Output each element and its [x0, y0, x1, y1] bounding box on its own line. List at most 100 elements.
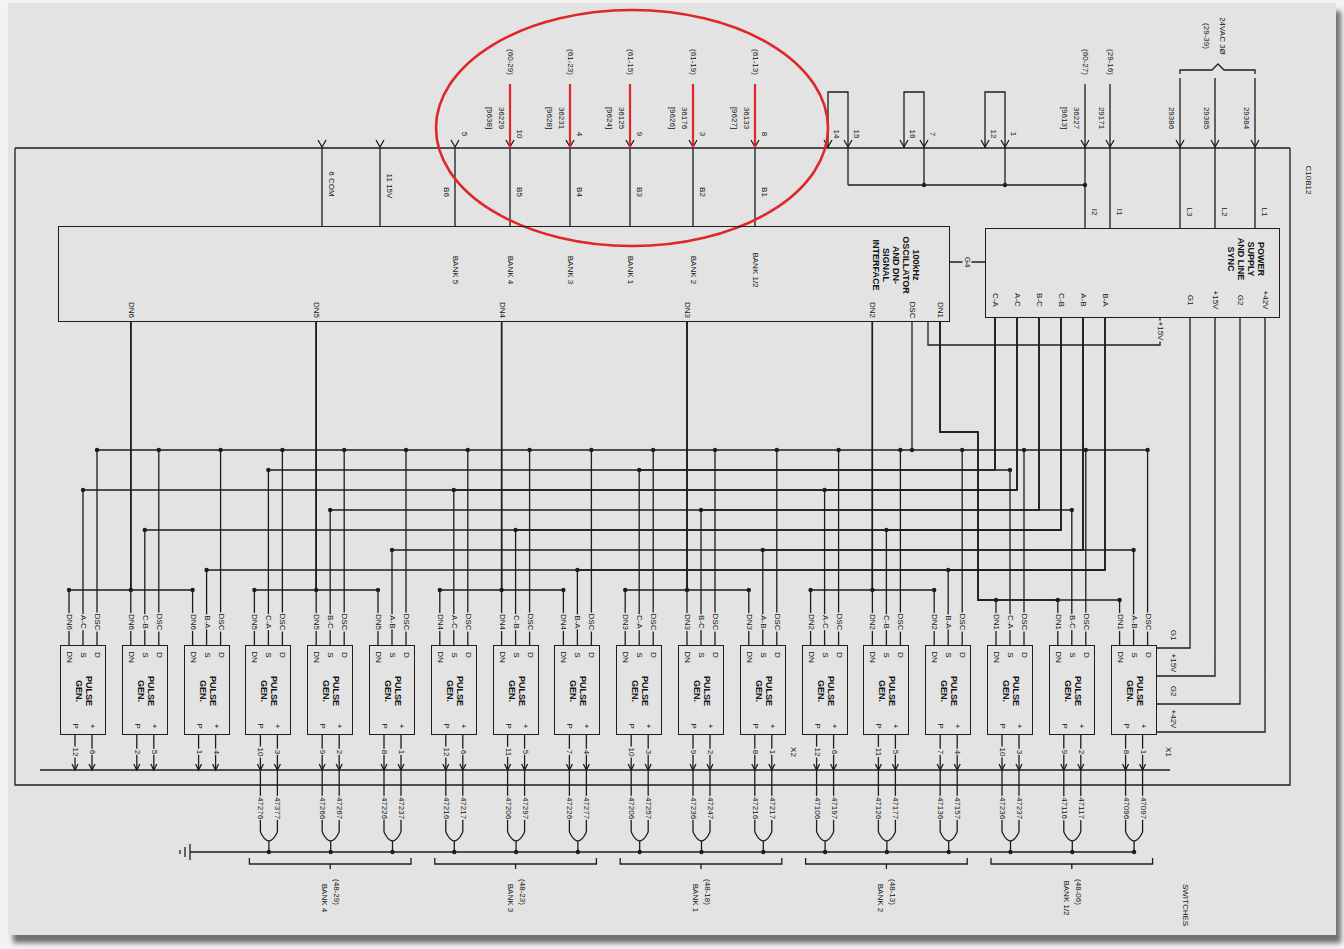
connector-line: [40, 769, 1170, 770]
block-title: PULSE GEN.: [1001, 674, 1021, 708]
signal-name: +15V: [1211, 290, 1220, 311]
switch-symbol: [260, 832, 1142, 852]
pin-name: B2: [698, 186, 707, 198]
pin-name: S: [697, 651, 706, 658]
pin-name: D: [525, 651, 534, 659]
pin-number: 12: [71, 747, 80, 758]
pin-name: S: [449, 651, 458, 658]
signal-name: DSC: [1143, 613, 1152, 632]
pin-name: S: [944, 651, 953, 658]
pin-number: 12: [989, 129, 998, 140]
pin-number: 8: [750, 749, 759, 755]
pin-number: 15: [852, 129, 861, 140]
signal-name: DSC: [908, 301, 917, 320]
wire-number: (61-15): [626, 48, 635, 76]
pin-name: +: [582, 723, 591, 730]
pin-number: 7: [936, 749, 945, 755]
bank-name: BANK 3: [505, 883, 514, 913]
pin-number: 5: [520, 749, 529, 755]
part-number: 47217: [767, 796, 776, 820]
signal-name: DN4: [497, 301, 506, 319]
pin-name: DN: [621, 650, 630, 664]
pin-name: P: [936, 722, 945, 729]
pin-name: P: [503, 722, 512, 729]
wire-number: [9638]: [485, 106, 494, 130]
bank-name: BANK 5: [451, 255, 460, 285]
signal-name: A-B: [758, 614, 767, 629]
pin-number: 6 COM: [327, 170, 336, 197]
wire-connector: [886, 318, 1061, 645]
signal-name: B-A: [944, 614, 953, 629]
group-title: SWITCHES: [1181, 883, 1190, 927]
pin-number: 3: [273, 749, 282, 755]
part-number: 47117: [1076, 796, 1085, 820]
signal-name: DN1: [936, 301, 945, 319]
signal-name: B-A: [573, 614, 582, 629]
pin-name: D: [896, 651, 905, 659]
pin-name: +: [891, 723, 900, 730]
signal-name: A-B: [1079, 292, 1088, 307]
part-number: 47177: [891, 796, 900, 820]
pin-number: 12: [812, 747, 821, 758]
dsc-wire: [911, 322, 912, 450]
junction-dot: [922, 183, 926, 187]
signal-name: DN5: [250, 613, 259, 631]
signal-name: DN6: [126, 613, 135, 631]
wire-number: (61-23): [566, 48, 575, 76]
wire-connector: [516, 318, 1061, 645]
part-number: 47237: [1015, 796, 1024, 820]
pin-number: 7: [928, 131, 937, 137]
pin-number: 2: [132, 749, 141, 755]
part-number: 47226: [565, 796, 574, 820]
signal-name: +42V: [1169, 709, 1178, 730]
highlight-ellipse: [436, 10, 828, 246]
pin-number: 3: [644, 749, 653, 755]
signal-name: DN5: [312, 301, 321, 319]
signal-name: C-B: [140, 614, 149, 630]
pin-name: P: [812, 722, 821, 729]
signal-name: C-A: [264, 614, 273, 630]
connector-pin: [318, 140, 1259, 147]
signal-name: C-B: [882, 614, 891, 630]
pin-name: DN: [744, 650, 753, 664]
wire-number: [9628]: [545, 106, 554, 130]
signal-name: A-B: [388, 614, 397, 629]
pin-name: P: [998, 722, 1007, 729]
signal-name: DSC: [649, 613, 658, 632]
block-title: PULSE GEN.: [692, 674, 712, 708]
part-number: 47217: [458, 796, 467, 820]
wire-connector: [625, 322, 687, 645]
pin-name: +: [767, 723, 776, 730]
pin-name: DN: [1115, 650, 1124, 664]
pin-number: 3: [1015, 749, 1024, 755]
pin-name: P: [874, 722, 883, 729]
bank-name: BANK 3: [566, 255, 575, 285]
connector-pin: [72, 764, 1146, 770]
pin-name: S: [1129, 651, 1138, 658]
pin-name: B3: [635, 186, 644, 198]
pin-name: DN: [868, 650, 877, 664]
signal-name: DN3: [683, 301, 692, 319]
signal-name: DN1: [992, 613, 1001, 631]
signal-name: DN6: [126, 301, 135, 319]
bank-name: BANK 2: [876, 883, 885, 913]
signal-name: DSC: [958, 613, 967, 632]
pin-name: D: [1081, 651, 1090, 659]
pin-number: 11: [503, 747, 512, 757]
pin-number: 5: [891, 749, 900, 755]
bank-name: BANK 1/2: [751, 251, 760, 288]
pin-name: +: [211, 723, 220, 730]
signal-name: +15V: [1169, 653, 1178, 674]
pin-name: D: [463, 651, 472, 659]
wire-connector: [1083, 318, 1134, 645]
wire-connector: [940, 322, 1120, 645]
pin-name: I2: [1090, 208, 1099, 217]
pin-name: S: [326, 651, 335, 658]
wire-number: 36176: [680, 106, 689, 130]
pin-number: 9: [318, 749, 327, 755]
pin-number: 16: [908, 129, 917, 140]
pin-name: +: [953, 723, 962, 730]
bank-name: BANK 4: [320, 883, 329, 913]
wire-connector: [825, 318, 1017, 645]
pin-name: P: [318, 722, 327, 729]
